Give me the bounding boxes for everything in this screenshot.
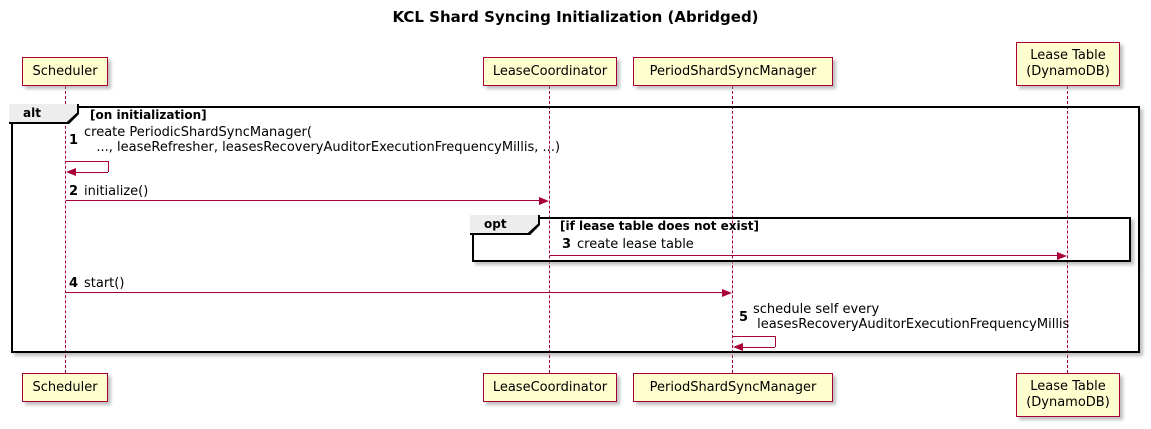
message-5-text: schedule self every leasesRecoveryAudito…: [753, 302, 1070, 332]
message-2-arrow: [66, 200, 540, 201]
diagram-title: KCL Shard Syncing Initialization (Abridg…: [392, 8, 759, 26]
alt-condition: [on initialization]: [90, 108, 207, 122]
message-1-self-arrow-side: [108, 161, 109, 172]
message-2-text: initialize(): [84, 184, 149, 199]
message-1-self-arrow-bottom: [76, 172, 108, 173]
message-1-text: create PeriodicShardSyncManager( ..., le…: [84, 125, 561, 155]
message-2-number: 2: [69, 184, 79, 199]
participant-scheduler-bottom: Scheduler: [22, 373, 108, 402]
lifeline-lease-table: [1067, 86, 1068, 373]
message-3-arrow: [550, 255, 1058, 256]
opt-operator: opt: [470, 215, 538, 233]
message-5-self-arrow-bottom: [743, 347, 775, 348]
participant-lease-coordinator-bottom: LeaseCoordinator: [483, 373, 617, 402]
participant-period-shard-sync-manager-bottom: PeriodShardSyncManager: [633, 373, 833, 402]
message-3-arrowhead-icon: [1057, 252, 1067, 260]
lifeline-period-shard-sync-manager: [732, 86, 733, 373]
alt-frame: [11, 106, 1140, 353]
participant-period-shard-sync-manager-top: PeriodShardSyncManager: [633, 57, 833, 86]
opt-frame: [472, 217, 1131, 262]
participant-lease-table-top: Lease Table (DynamoDB): [1016, 42, 1120, 86]
participant-lease-table-bottom: Lease Table (DynamoDB): [1016, 373, 1120, 417]
message-4-text: start(): [84, 276, 125, 291]
lifeline-lease-coordinator: [549, 86, 550, 373]
opt-frame-label: opt: [470, 215, 540, 235]
message-5-self-arrow-side: [775, 336, 776, 347]
message-1-number: 1: [69, 133, 79, 148]
message-2-arrowhead-icon: [539, 197, 549, 205]
message-5-self-arrow-top: [733, 336, 775, 337]
alt-operator: alt: [9, 104, 77, 122]
alt-frame-label: alt: [9, 104, 79, 124]
message-1-arrowhead-icon: [66, 168, 76, 176]
message-5-arrowhead-icon: [733, 343, 743, 351]
lifeline-scheduler: [65, 86, 66, 373]
message-4-arrowhead-icon: [722, 289, 732, 297]
message-3-text: create lease table: [577, 237, 694, 252]
message-1-self-arrow-top: [66, 161, 108, 162]
message-5-number: 5: [739, 310, 749, 325]
participant-lease-coordinator-top: LeaseCoordinator: [483, 57, 617, 86]
message-4-arrow: [66, 292, 723, 293]
message-3-number: 3: [562, 237, 572, 252]
opt-condition: [if lease table does not exist]: [560, 219, 760, 233]
message-4-number: 4: [69, 276, 79, 291]
participant-scheduler-top: Scheduler: [22, 57, 108, 86]
